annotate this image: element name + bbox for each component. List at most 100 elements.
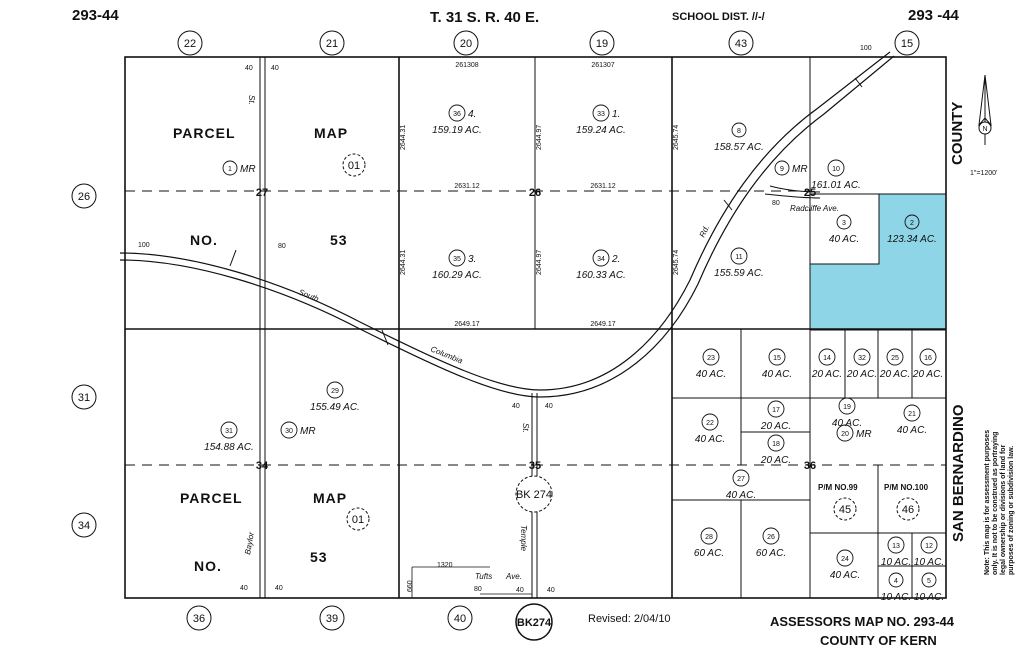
dim: 2644.97 [536,250,543,275]
parcel-number: 23 [707,355,715,362]
note-line: legal ownership or divisions of land for [1000,444,1007,575]
parcel-number-circle [731,122,747,138]
parcel-suffix: MR [300,426,316,437]
st-north-road [259,57,266,598]
dim: 80 [772,200,780,207]
dim: 100 [138,242,150,249]
parcel-number-circle [762,527,780,545]
dim: 40 [512,403,520,410]
parcel-number-circle [888,572,904,588]
pm-labels: P/M NO.99 P/M NO.100 45 46 [818,483,929,521]
parcel-number-circle [903,404,921,422]
parcel-number-circle [836,549,854,567]
parcel-30[interactable]: 30 MR [280,421,316,439]
dim: 2645.74 [673,250,680,275]
map-number-right: 293 -44 [908,7,960,24]
parcel-number: 26 [767,534,775,541]
parcel-number-circle [827,159,845,177]
parcel-suffix: 2. [611,254,620,265]
parcel-area: 20 AC. [879,369,910,380]
county-label: COUNTY [949,102,966,165]
south-columbia-road [119,51,895,398]
parcel-area: 154.88 AC. [204,442,254,453]
parcel-map-word: MAP [314,125,348,141]
dim: 2644.31 [400,125,407,150]
section-34: 34 [256,460,269,472]
parcel-area: 10 AC. [914,592,944,603]
parcel-number-circle [702,348,720,366]
st-temple-label: St. [521,423,530,433]
parcel-number: 11 [735,254,742,261]
dim: 80 [474,586,482,593]
parcel-3[interactable]: 340 AC. [829,214,859,245]
parcel-number-circle [818,348,836,366]
parcel-number-circle [732,469,750,487]
radcliffe-label: Radcliffe Ave. [790,204,839,213]
parcel-area: 155.49 AC. [310,402,360,413]
parcel-map-word: NO. [190,232,218,248]
parcel-map-word: NO. [194,558,222,574]
parcel-4[interactable]: 410 AC. [881,572,911,603]
parcel-suffix: 3. [468,254,476,265]
parcel-number: 10 [832,166,840,173]
parcel-area: 20 AC. [760,421,791,432]
parcel-suffix: MR [856,429,872,440]
parcel-area: 20 AC. [811,369,842,380]
rd-label: Rd. [698,224,711,239]
assessors-map-title: ASSESSORS MAP NO. 293-44 [770,614,955,629]
pm-100-label: P/M NO.100 [884,483,929,492]
map-number-left: 293-44 [72,7,119,24]
parcel-23[interactable]: 23 40 AC. [696,348,726,380]
parcel-number: 18 [772,441,780,448]
parcel-5[interactable]: 510 AC. [914,572,944,603]
parcel-map-word: MAP [313,490,347,506]
parcel-area: 160.29 AC. [432,270,482,281]
parcel-number-circle [448,249,466,267]
parcel-number: 31 [225,428,233,435]
dim: 100 [860,45,872,52]
adjacent-map-34: 34 [78,520,90,532]
parcel-number: 30 [285,428,293,435]
parcel-area: 40 AC. [696,369,726,380]
parcel-map-north: PARCEL MAP NO. 53 01 [173,125,366,248]
quarter-lines [125,190,946,466]
parcel-number-circle [904,214,920,230]
parcel-31[interactable]: 31 154.88 AC. [204,421,254,453]
temple-label: Temple [519,525,528,551]
note-line: only. It is not to be construed as portr… [992,432,999,575]
baylor-label: Baylor [243,531,256,555]
parcel-number-circle [592,104,610,122]
dim: 1320 [437,562,453,569]
adjacent-map-refs: 22 21 20 19 43 15 26 31 34 36 39 40 [71,30,920,631]
parcel-number: 19 [843,404,851,411]
